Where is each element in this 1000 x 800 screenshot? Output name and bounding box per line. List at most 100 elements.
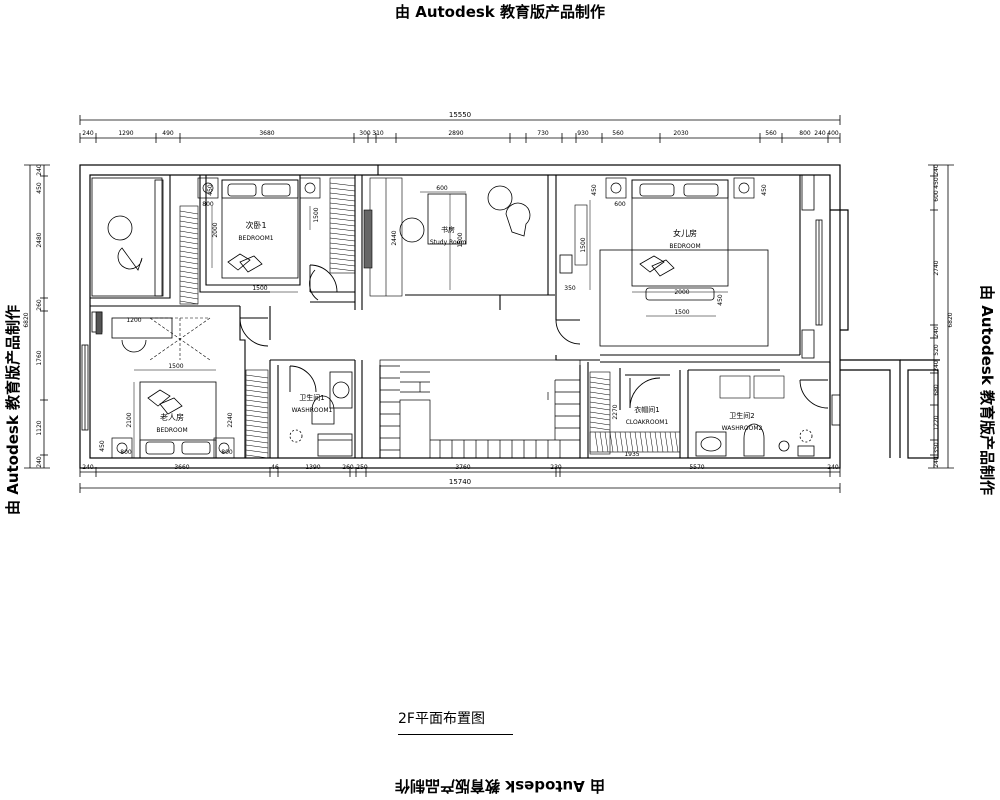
hatch-line [245, 374, 269, 379]
hatch-line [329, 262, 356, 267]
hatch-line [179, 260, 199, 265]
bottom-dimension-chain [79, 467, 841, 493]
hatch-line [329, 197, 356, 202]
svg-text:240: 240 [933, 164, 940, 176]
hatch-line [245, 454, 269, 459]
hatch-line [614, 431, 619, 453]
svg-text:350: 350 [933, 442, 940, 454]
wardrobe-hatching [179, 182, 679, 459]
svg-text:310: 310 [372, 130, 384, 137]
hatch-line [245, 394, 269, 399]
plan-title: 2F平面布置图 [398, 711, 485, 727]
hatch-line [329, 267, 356, 272]
left-dim-labels: 240 450 2480 260 6820 1760 1120 240 [23, 164, 43, 468]
svg-text:2740: 2740 [933, 260, 940, 275]
hatch-line [179, 235, 199, 240]
hatch-line [245, 409, 269, 414]
washroom2-fixtures [695, 423, 815, 457]
svg-text:2000: 2000 [212, 222, 219, 237]
svg-text:600: 600 [933, 190, 940, 202]
doors [239, 264, 829, 409]
svg-text:1500: 1500 [457, 232, 464, 247]
svg-text:2030: 2030 [673, 130, 688, 137]
hatch-line [634, 431, 639, 453]
svg-text:240: 240 [933, 456, 940, 468]
hatch-line [179, 225, 199, 230]
hatch-line [179, 250, 199, 255]
bed-daughter [599, 179, 769, 347]
hatch-line [179, 265, 199, 270]
svg-text:240: 240 [82, 130, 94, 137]
windows [81, 174, 841, 431]
svg-text:1500: 1500 [313, 207, 320, 222]
svg-text:600: 600 [614, 201, 626, 208]
hatch-line [329, 202, 356, 207]
hatch-line [329, 237, 356, 242]
hatch-line [329, 192, 356, 197]
svg-text:450: 450 [591, 184, 598, 196]
hatch-line [629, 431, 634, 453]
hatch-line [589, 396, 611, 401]
hatch-line [594, 431, 599, 453]
hatch-line [329, 227, 356, 232]
top-total-dim: 15550 [449, 111, 471, 119]
hatch-line [179, 245, 199, 250]
washroom1-fixtures [289, 371, 353, 457]
svg-text:2100: 2100 [126, 412, 133, 427]
svg-text:240: 240 [933, 360, 940, 372]
hatch-line [245, 389, 269, 394]
hatch-line [604, 431, 609, 453]
hatch-line [179, 220, 199, 225]
hatch-line [245, 434, 269, 439]
hatch-line [179, 275, 199, 280]
svg-text:1935: 1935 [624, 451, 639, 458]
hatch-line [179, 285, 199, 290]
hatch-line [245, 449, 269, 454]
svg-text:1120: 1120 [36, 420, 43, 435]
svg-text:1290: 1290 [118, 130, 133, 137]
hatch-line [245, 379, 269, 384]
svg-text:1200: 1200 [126, 317, 141, 324]
room-label-cloakroom-en: CLOAKROOM1 [626, 419, 669, 426]
room-label-elder-en: BEDROOM [156, 427, 187, 434]
svg-text:450: 450 [761, 184, 768, 196]
hatch-line [245, 419, 269, 424]
hatch-line [179, 240, 199, 245]
svg-text:240: 240 [36, 164, 43, 176]
room-label-elder: 老人房 [160, 412, 184, 422]
hatch-line [644, 431, 649, 453]
svg-text:1760: 1760 [36, 350, 43, 365]
room-label-cloakroom: 衣帽间1 [634, 405, 659, 414]
hatch-line [245, 429, 269, 434]
hatch-line [659, 431, 664, 453]
hatch-line [245, 444, 269, 449]
hatch-line [329, 212, 356, 217]
hatch-line [179, 300, 199, 305]
svg-text:450: 450 [99, 440, 106, 452]
desks-chairs [91, 177, 573, 353]
svg-text:6820: 6820 [947, 312, 954, 327]
svg-text:490: 490 [162, 130, 174, 137]
stairs [379, 359, 581, 459]
hatch-line [329, 222, 356, 227]
svg-text:450: 450 [36, 182, 43, 194]
svg-text:240: 240 [36, 456, 43, 468]
svg-text:2000: 2000 [674, 289, 689, 296]
watermark-top: 由 Autodesk 教育版产品制作 [394, 3, 606, 21]
hatch-line [179, 295, 199, 300]
svg-text:260: 260 [36, 299, 43, 311]
plan-title-underline [398, 734, 513, 735]
hatch-line [589, 416, 611, 421]
svg-text:1500: 1500 [580, 237, 587, 252]
hatch-line [179, 290, 199, 295]
hatch-line [664, 431, 669, 453]
hatch-line [179, 215, 199, 220]
hatch-line [245, 384, 269, 389]
hatch-line [329, 182, 356, 187]
room-label-study: 书房 [441, 225, 455, 234]
hatch-line [589, 411, 611, 416]
svg-text:1500: 1500 [252, 285, 267, 292]
svg-text:1500: 1500 [674, 309, 689, 316]
hatch-line [329, 257, 356, 262]
